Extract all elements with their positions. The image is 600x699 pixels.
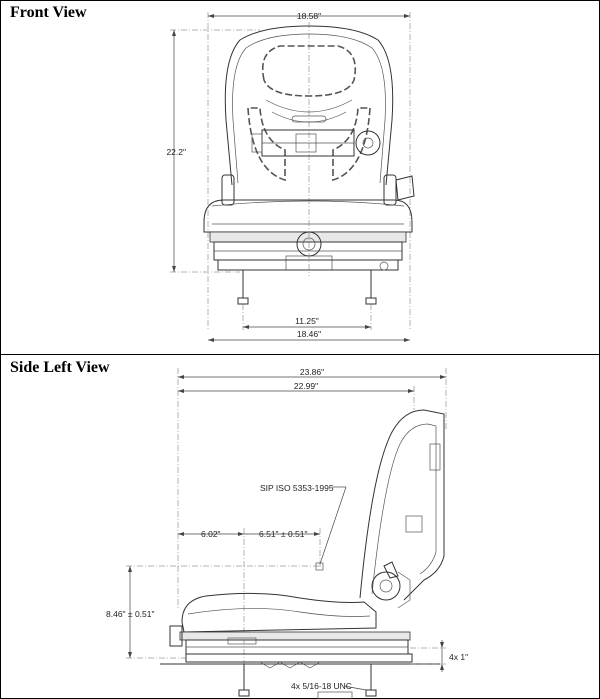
front-width-top-label: 18.58" <box>297 11 321 21</box>
front-width-bottom-label: 18.46" <box>297 329 321 339</box>
front-height-label: 22.2" <box>166 147 186 157</box>
front-view-title: Front View <box>10 4 87 21</box>
section-divider <box>0 354 600 355</box>
front-mount-spacing-label: 11.25" <box>295 316 319 326</box>
side-view-title: Side Left View <box>10 359 110 376</box>
